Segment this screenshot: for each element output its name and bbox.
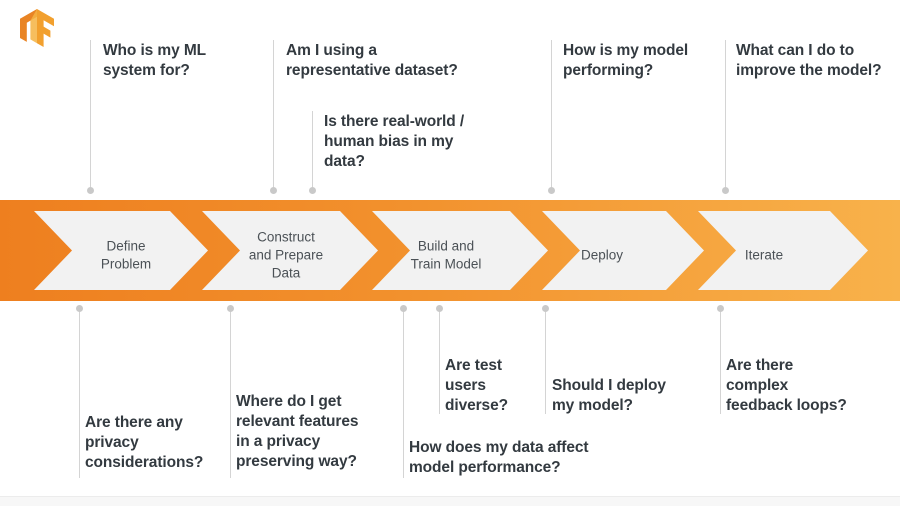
connector-dot-should-i-deploy-my-model [542,305,549,312]
connector-dot-real-world-human-bias [309,187,316,194]
stage-shapes [34,211,868,290]
callout-improve-the-model: What can I do to improve the model? [736,42,882,80]
callout-how-does-data-affect-performance: How does my data affect model performanc… [409,439,589,477]
connector-dot-are-test-users-diverse [436,305,443,312]
stage-shape-iterate [698,211,868,290]
stage-shape-deploy [542,211,704,290]
connector-dot-how-is-my-model-performing [548,187,555,194]
callout-real-world-human-bias: Is there real-world / human bias in my d… [324,113,465,171]
callout-complex-feedback-loops: Are there complex feedback loops? [726,357,847,415]
connector-line-privacy-considerations [79,306,80,478]
connector-line-how-is-my-model-performing [551,40,552,193]
stage-shape-define-problem [34,211,208,290]
callout-how-is-my-model-performing: How is my model performing? [563,42,689,80]
connector-line-should-i-deploy-my-model [545,306,546,414]
stage-shape-construct-prepare [202,211,378,290]
tensorflow-logo [18,8,56,48]
callout-who-is-my-ml-system-for: Who is my ML system for? [103,42,206,80]
callout-should-i-deploy-my-model: Should I deploy my model? [552,377,666,415]
connector-line-improve-the-model [725,40,726,193]
stage-label-iterate: Iterate [745,248,783,263]
stage-shape-build-train [372,211,548,290]
callout-representative-dataset: Am I using a representative dataset? [286,42,458,80]
connector-dot-complex-feedback-loops [717,305,724,312]
connector-dot-representative-dataset [270,187,277,194]
connector-line-relevant-features-privacy [230,306,231,478]
footer-strip [0,496,900,506]
callout-privacy-considerations: Are there any privacy considerations? [85,414,204,472]
connector-dot-relevant-features-privacy [227,305,234,312]
connector-line-real-world-human-bias [312,111,313,193]
connector-line-complex-feedback-loops [720,306,721,414]
connector-dot-improve-the-model [722,187,729,194]
stage-label-deploy: Deploy [581,248,623,263]
connector-dot-how-does-data-affect-performance [400,305,407,312]
connector-line-representative-dataset [273,40,274,193]
connector-dot-privacy-considerations [76,305,83,312]
connector-dot-who-is-my-ml-system-for [87,187,94,194]
connector-line-are-test-users-diverse [439,306,440,414]
callout-relevant-features-privacy: Where do I get relevant features in a pr… [236,393,359,471]
connector-line-who-is-my-ml-system-for [90,40,91,193]
callout-are-test-users-diverse: Are test users diverse? [445,357,508,415]
tensorflow-logo-icon [20,9,54,47]
connector-line-how-does-data-affect-performance [403,306,404,478]
